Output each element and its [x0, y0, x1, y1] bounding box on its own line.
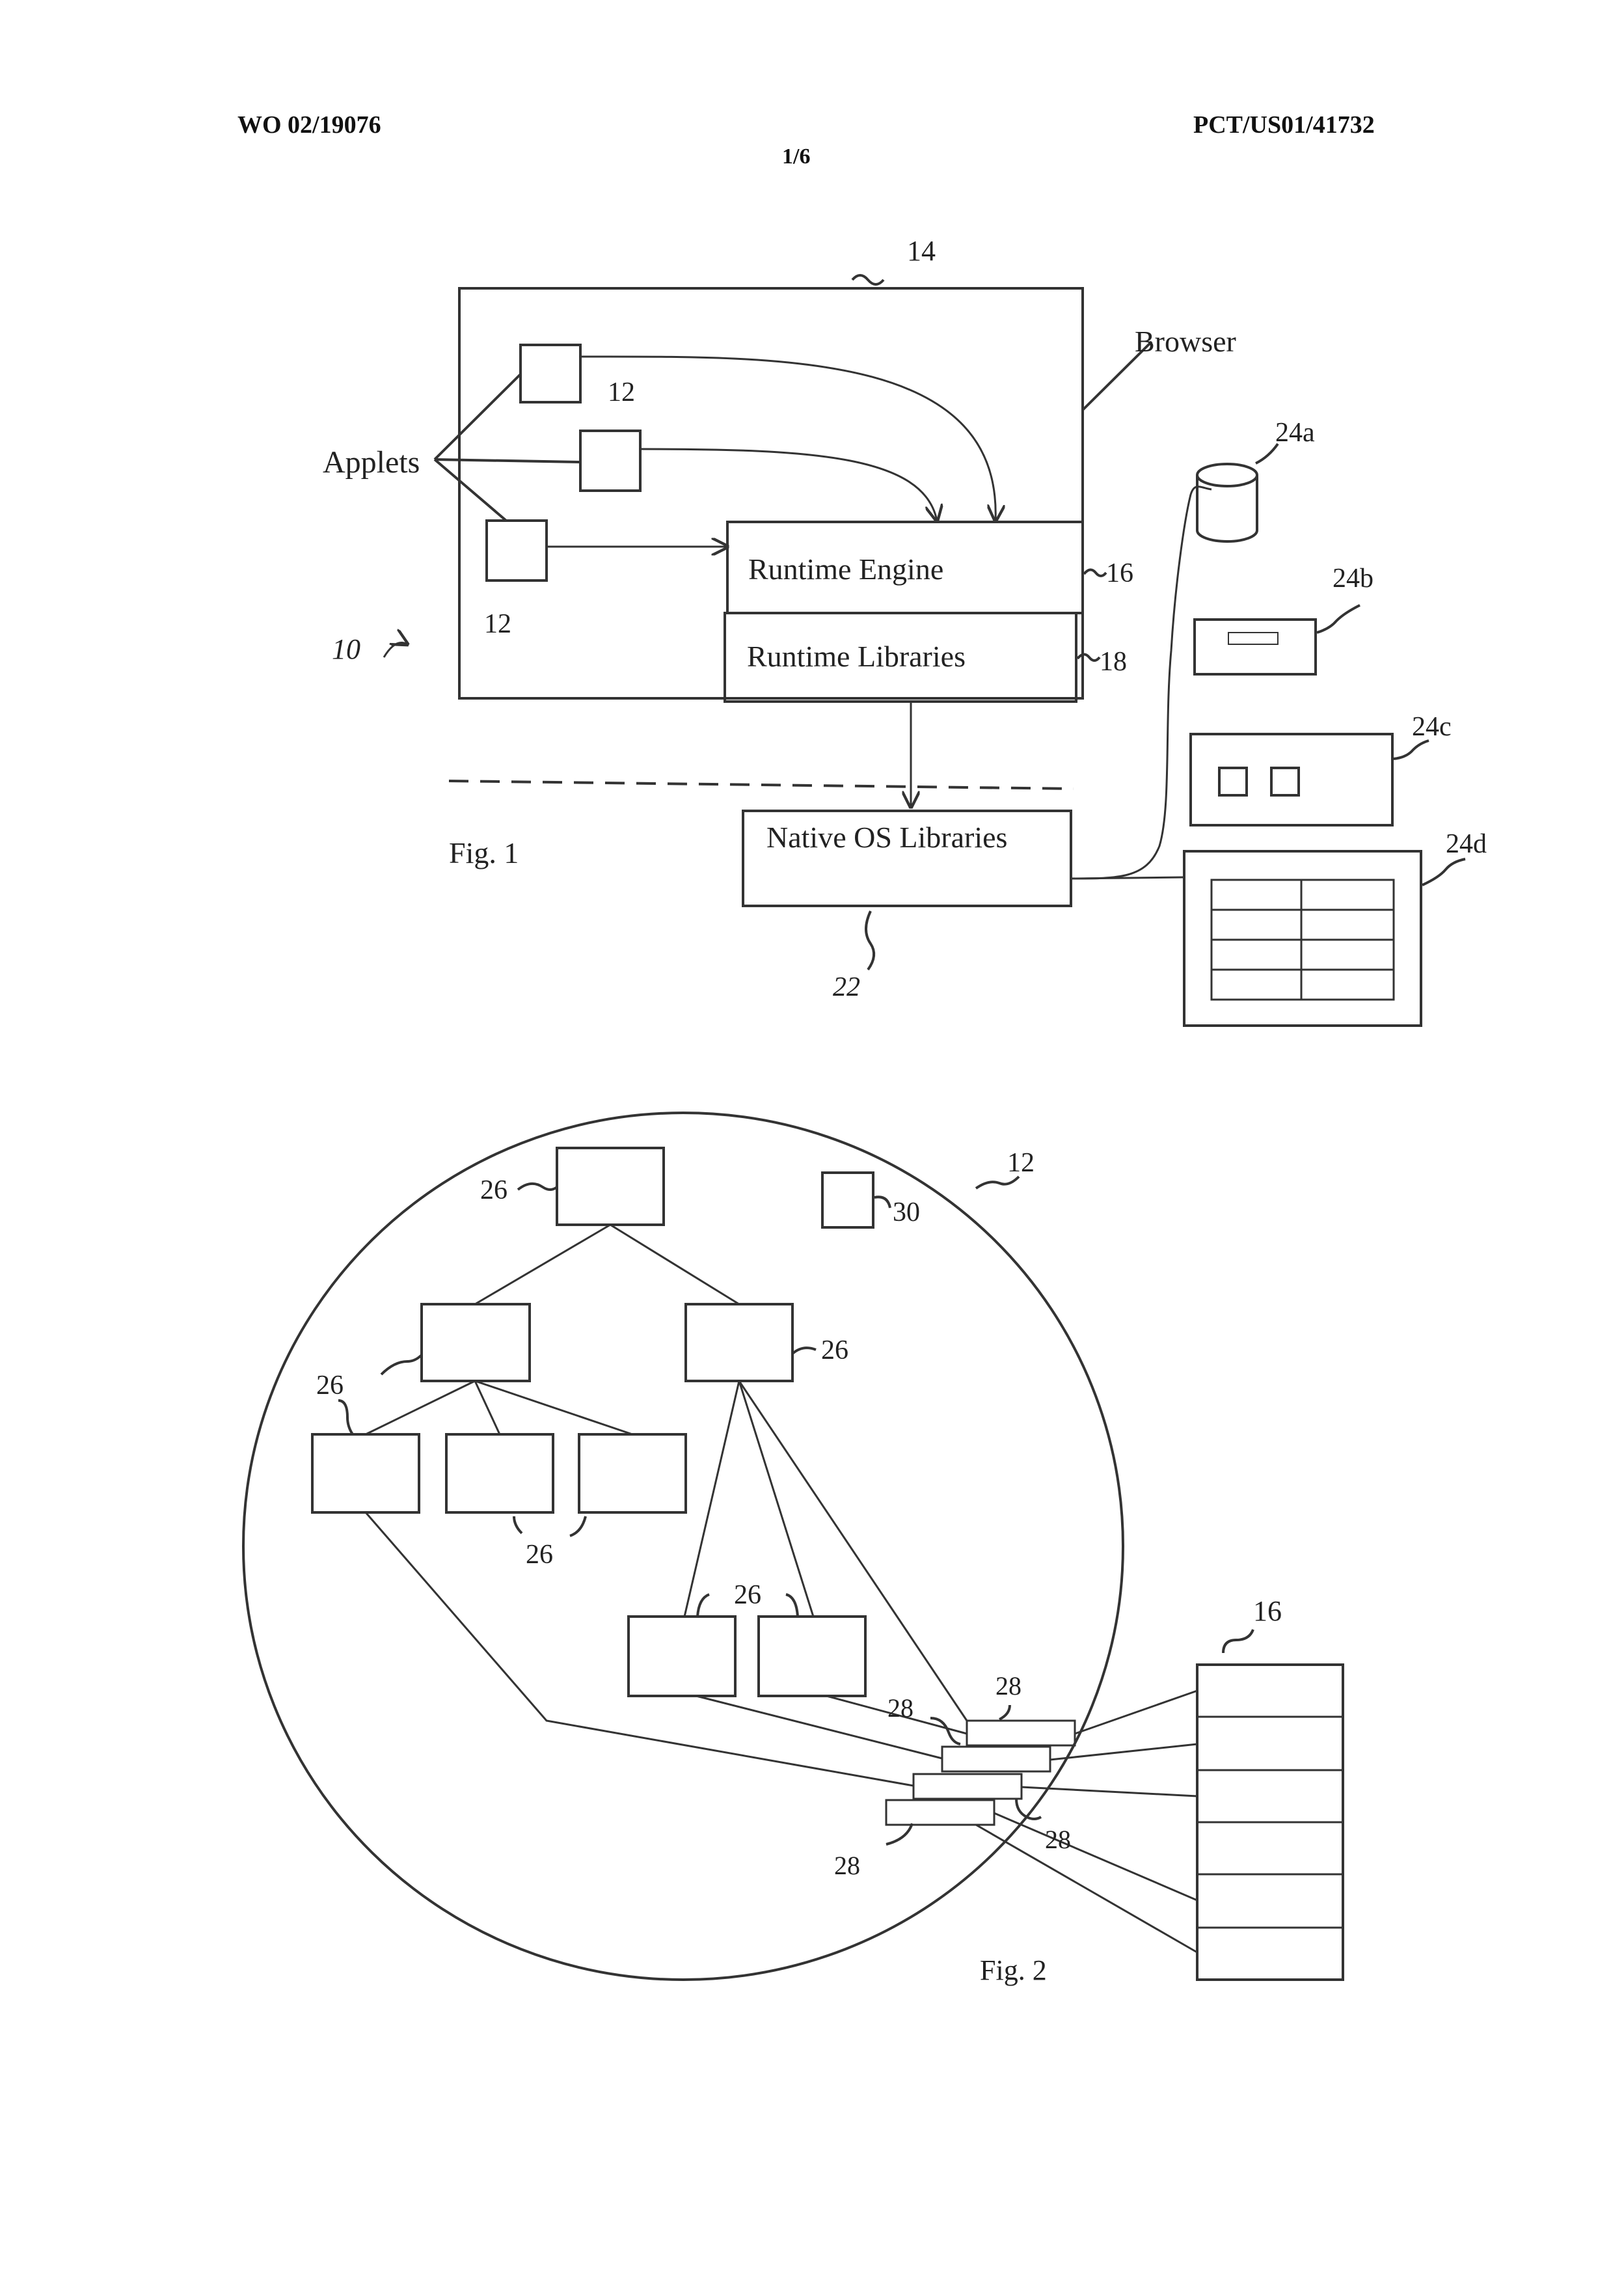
ref-24d: 24d	[1446, 829, 1487, 859]
ref-12-upper: 12	[608, 377, 635, 407]
ref-26-lower: 26	[526, 1540, 553, 1570]
ref-30: 30	[893, 1197, 920, 1227]
fig2	[243, 1113, 1343, 1980]
ref-10: 10	[332, 633, 360, 665]
edge-left-lr	[475, 1381, 632, 1434]
device-24b-keyboard	[1195, 620, 1316, 674]
ref24d-leader	[1422, 859, 1465, 885]
applets-label: Applets	[323, 445, 420, 480]
edge-root-right	[610, 1225, 739, 1304]
native-to-display-line	[1071, 877, 1184, 879]
ref-16-fig2: 16	[1253, 1595, 1282, 1627]
ref12-leader	[976, 1177, 1019, 1188]
ref-12-fig2: 12	[1007, 1148, 1035, 1178]
edge-root-left	[475, 1225, 610, 1304]
ref28-leader-bottom-left	[886, 1823, 912, 1844]
ref-26-left: 26	[316, 1371, 344, 1400]
ref-28-bottom-right: 28	[1045, 1825, 1071, 1854]
browser-box	[459, 288, 1083, 698]
edge-right-attr1	[739, 1381, 967, 1721]
ref14-leader	[852, 275, 884, 284]
applet-circle-12	[243, 1113, 1123, 1980]
tree-node-rl	[629, 1617, 735, 1696]
ref-26-right: 26	[821, 1335, 848, 1365]
attribute-28-a	[967, 1721, 1075, 1745]
ref-22: 22	[833, 972, 860, 1002]
fig1-caption: Fig. 1	[449, 836, 519, 869]
ref26-leader-ll	[338, 1400, 353, 1434]
ref-24c: 24c	[1412, 712, 1452, 742]
applets-pointer-3	[435, 459, 506, 521]
device-24a-cylinder-top	[1197, 464, 1257, 486]
ref26-leader-lr	[570, 1516, 586, 1536]
ref28-leader-top-right	[999, 1705, 1010, 1719]
link-attr-d-table	[994, 1813, 1197, 1900]
ref26-leader-rr	[786, 1594, 798, 1617]
ref10-arrow	[384, 643, 407, 658]
applet2-to-engine-arrow	[640, 449, 937, 521]
device-24c-slot-1	[1219, 768, 1247, 795]
tree-node-left	[422, 1304, 530, 1381]
link-attr-c-table	[1022, 1787, 1197, 1796]
link-attr-a-table	[1075, 1691, 1197, 1734]
ref24c-leader	[1394, 741, 1429, 759]
ref-28-top-right: 28	[995, 1671, 1022, 1701]
ref-28-top-left: 28	[887, 1693, 914, 1723]
fig2-caption: Fig. 2	[980, 1954, 1047, 1986]
applets-pointer-1	[435, 374, 521, 459]
system-boundary-dashed-line	[449, 781, 1074, 789]
tree-node-right	[686, 1304, 792, 1381]
ref-26-root: 26	[480, 1175, 508, 1205]
tree-node-rr	[759, 1617, 865, 1696]
device-24c-unit	[1191, 734, 1392, 825]
applet-box-3	[487, 521, 547, 580]
applet-box-1	[521, 345, 580, 402]
applet1-to-engine-arrow	[580, 357, 995, 521]
ref-24b: 24b	[1333, 564, 1374, 594]
ref-14: 14	[907, 235, 936, 267]
link-attr-d-table-2	[976, 1825, 1197, 1952]
browser-label: Browser	[1135, 325, 1236, 358]
applet-box-2	[580, 431, 640, 491]
runtime-libraries-label: Runtime Libraries	[747, 640, 966, 673]
edge-ll-attr	[366, 1512, 914, 1786]
runtime-engine-label: Runtime Engine	[748, 553, 943, 586]
ref-16: 16	[1106, 558, 1133, 588]
ref22-leader	[866, 911, 874, 970]
ref24b-leader	[1317, 605, 1360, 633]
ref-26-bottom: 26	[734, 1580, 761, 1610]
ref26-leader-right	[792, 1348, 816, 1354]
fig2-labels: 12 30 26 26 26 26 26 28 28 28 28 16 Fig.…	[316, 1148, 1282, 1986]
tree-node-lr	[579, 1434, 686, 1512]
ref-24a: 24a	[1275, 418, 1315, 448]
tree-node-ll	[312, 1434, 419, 1512]
ref16-fig2-leader	[1223, 1630, 1253, 1653]
tree-node-root	[557, 1148, 664, 1225]
attribute-28-b	[942, 1747, 1050, 1771]
tree-node-lm	[446, 1434, 553, 1512]
edge-right-rl	[684, 1381, 739, 1617]
ref-28-bottom-left: 28	[834, 1851, 860, 1880]
ref16-leader	[1084, 569, 1106, 576]
ref30-leader	[874, 1197, 890, 1208]
applets-pointer-2	[435, 459, 580, 462]
ref26-leader-lm	[514, 1516, 522, 1533]
ref-18: 18	[1100, 647, 1127, 677]
device-24b-keys	[1228, 633, 1278, 644]
ref24a-leader	[1256, 444, 1278, 463]
ref-12-lower: 12	[484, 609, 511, 639]
attribute-28-d	[886, 1800, 994, 1825]
device-24c-slot-2	[1271, 768, 1299, 795]
edge-left-ll	[366, 1381, 475, 1434]
attribute-28-c	[914, 1774, 1022, 1799]
ref26-leader-left	[381, 1355, 422, 1374]
ref18-leader	[1077, 654, 1100, 661]
ref26-leader-rl	[697, 1594, 709, 1617]
variable-node-30	[822, 1173, 873, 1227]
native-os-libraries-label: Native OS Libraries	[766, 821, 1007, 854]
ref26-leader-root	[518, 1184, 557, 1190]
